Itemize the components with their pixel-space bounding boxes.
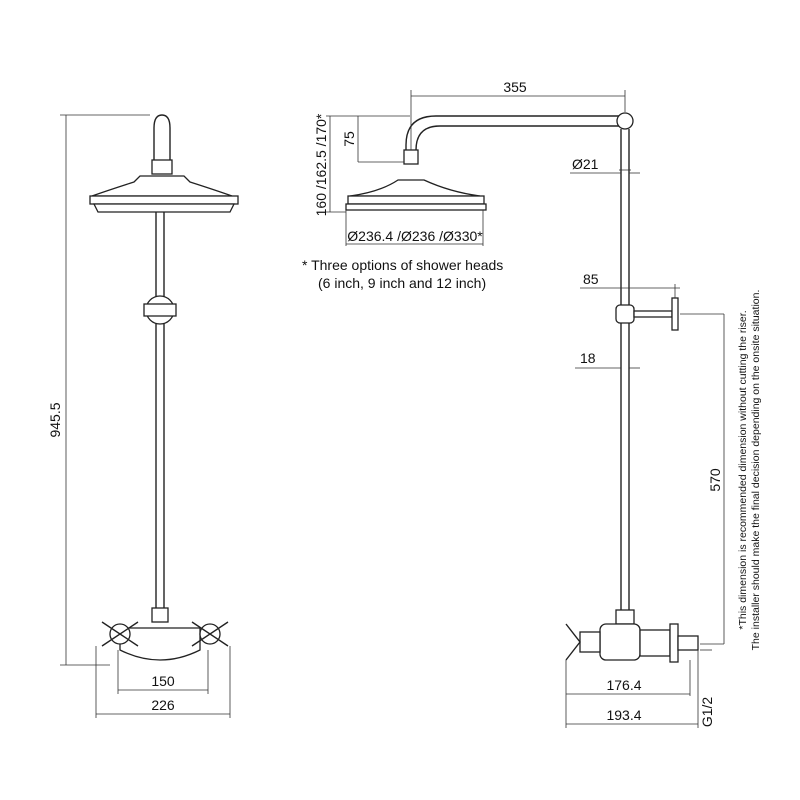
head-options-note: * Three options of shower heads [302, 257, 503, 273]
riser-diameter-label: Ø21 [572, 156, 599, 172]
dimension-head-diameter: Ø236.4 /Ø236 /Ø330* [345, 210, 484, 246]
bracket-projection-label: 85 [583, 271, 599, 287]
recommendation-note: *This dimension is recommended dimension… [737, 310, 749, 629]
dimension-riser-diameter: Ø21 [570, 156, 640, 174]
inlet-thread-label: G1/2 [699, 697, 715, 728]
wall-bracket [143, 295, 177, 325]
handle-spacing-label: 150 [151, 673, 175, 689]
dimension-176-4: 176.4 [565, 660, 691, 728]
front-view: 945.5 150 226 [47, 114, 239, 718]
side-wall-bracket [615, 297, 679, 331]
recommended-height-label: 570 [707, 468, 723, 492]
head-options-note-2: (6 inch, 9 inch and 12 inch) [318, 275, 486, 291]
head-height-label: 160 /162.5 /170* [313, 113, 329, 216]
valve-depth-label: 176.4 [606, 677, 641, 693]
dimension-75: 75 [341, 116, 404, 163]
side-shower-head [345, 179, 487, 211]
dimension-inlet-thread: G1/2 [699, 649, 715, 728]
dimension-226: 226 [95, 646, 231, 718]
recommendation-note-2: The installer should make the final deci… [750, 290, 762, 651]
bracket-offset-label: 18 [580, 350, 596, 366]
dimension-355: 355 [410, 79, 626, 150]
shower-arm [153, 114, 171, 160]
dimension-193-4: 193.4 [566, 650, 699, 728]
side-head-connector [403, 149, 419, 165]
side-shower-arm-edge [415, 125, 620, 151]
side-mixer-valve [565, 609, 699, 663]
connector-drop-label: 75 [341, 131, 357, 147]
dimension-150: 150 [117, 650, 209, 694]
arm-length-label: 355 [503, 79, 527, 95]
dimension-85: 85 [580, 271, 680, 298]
dimension-18: 18 [575, 350, 640, 369]
head-connector [151, 159, 173, 175]
arm-elbow [616, 112, 634, 130]
overall-depth-label: 193.4 [606, 707, 641, 723]
shower-head [89, 175, 239, 213]
side-shower-arm [405, 115, 620, 150]
mixer-valve [101, 607, 229, 661]
head-diameter-label: Ø236.4 /Ø236 /Ø330* [347, 228, 483, 244]
overall-width-label: 226 [151, 697, 175, 713]
dimension-945-5: 945.5 [47, 114, 150, 666]
height-label: 945.5 [47, 402, 63, 437]
dimension-570: 570 [680, 313, 725, 645]
side-view: 355 160 /162.5 /170* 75 Ø236.4 /Ø236 /Ø3… [313, 79, 725, 728]
dimension-head-height: 160 /162.5 /170* [313, 113, 410, 216]
